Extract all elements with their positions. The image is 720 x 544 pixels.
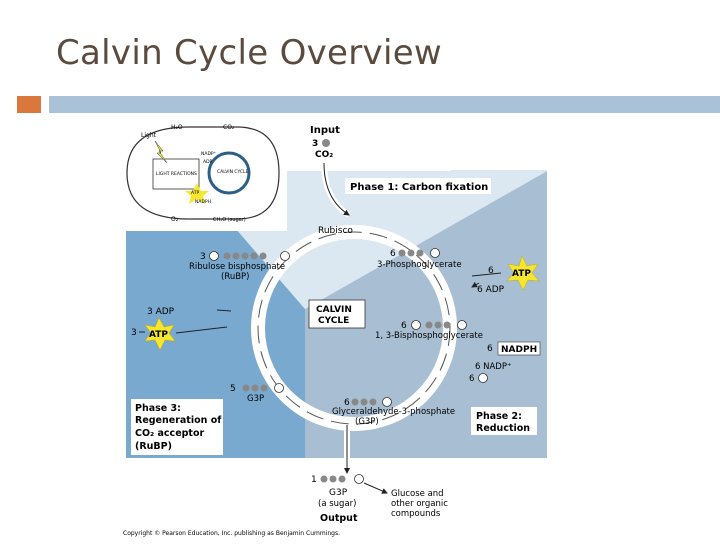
g3p-count: 6 xyxy=(344,398,350,408)
bpg-count: 6 xyxy=(401,321,407,331)
pi-output-count: 6 xyxy=(469,374,474,384)
inset-adp-label: ADP xyxy=(203,159,213,165)
inset-o2-label: O₂ xyxy=(171,216,179,223)
nadph-box xyxy=(497,341,541,356)
atp-regen-label: ATP xyxy=(149,330,168,340)
calvin-cycle-label-box xyxy=(308,299,366,329)
bpg-molecule-icon xyxy=(411,320,467,330)
nadph-label: NADPH xyxy=(501,345,537,355)
phase2-label-line1: Phase 2: xyxy=(476,411,522,422)
g3p-molecule-icon xyxy=(351,397,392,407)
rubp-molecule-icon xyxy=(209,251,290,261)
atp-input-arrow xyxy=(471,272,502,277)
rubp-abbr: (RuBP) xyxy=(221,272,250,282)
g3p5-count: 5 xyxy=(230,384,236,394)
g3p5-label: G3P xyxy=(247,394,264,404)
input-label: Input xyxy=(310,125,340,136)
phase2-label-box xyxy=(471,407,537,435)
inset-light-label: Light xyxy=(141,132,157,139)
input-count: 3 xyxy=(312,139,318,149)
inset-atp-star-icon xyxy=(185,183,209,204)
chloroplast-inset: Light H₂O CO₂ LIGHT REACTIONS CALVIN CYC… xyxy=(119,113,287,231)
phase1-label-box xyxy=(345,178,491,194)
rubp-count: 3 xyxy=(200,252,206,262)
input-co2-label: CO₂ xyxy=(315,150,333,160)
header-bar xyxy=(49,96,720,113)
pga-count: 6 xyxy=(390,249,396,259)
output-sugar-label: (a sugar) xyxy=(318,499,356,509)
glucose-arrow xyxy=(363,482,388,494)
bpg-label: 1, 3-Bisphosphoglycerate xyxy=(375,331,483,341)
output-title: Output xyxy=(320,513,358,524)
calvin-label-line1: CALVIN xyxy=(316,305,352,315)
glucose-line2: other organic xyxy=(391,499,448,509)
phase3-label-line4: (RuBP) xyxy=(135,441,172,452)
calvin-cycle-figure: Light H₂O CO₂ LIGHT REACTIONS CALVIN CYC… xyxy=(119,113,559,540)
inset-calvin-cycle xyxy=(207,151,251,195)
phase3-label-line3: CO₂ acceptor xyxy=(135,428,205,439)
phase3-label-line1: Phase 3: xyxy=(135,403,181,414)
g3p-abbr: (G3P) xyxy=(355,417,379,427)
inset-atp-label: ATP xyxy=(191,190,199,196)
adp-regen-arrow xyxy=(216,309,232,312)
output-g3p-label: G3P xyxy=(329,488,348,498)
light-reactions-box xyxy=(152,158,200,190)
co2-molecule-icon xyxy=(322,139,330,147)
phase2-label-line2: Reduction xyxy=(476,423,530,434)
inset-light-reactions-label: LIGHT REACTIONS xyxy=(156,171,197,177)
adp-regen-label: 3 ADP xyxy=(147,307,175,317)
g3p-label: Glyceraldehyde-3-phosphate xyxy=(332,407,455,417)
accent-bar xyxy=(17,96,41,113)
phosphate-icon xyxy=(478,373,488,383)
phase1-label: Phase 1: Carbon fixation xyxy=(350,182,488,193)
inset-sugar-label: CH₂O (sugar) xyxy=(213,217,246,223)
nadp-output-label: 6 NADP⁺ xyxy=(475,362,511,372)
phase3-label-line2: Regeneration of xyxy=(135,415,222,426)
rubisco-label: Rubisco xyxy=(318,226,353,236)
phase3-label-box xyxy=(131,399,223,455)
inset-nadp-label: NADP⁺ xyxy=(201,151,217,157)
calvin-cycle-diagram: Light H₂O CO₂ LIGHT REACTIONS CALVIN CYC… xyxy=(119,113,547,537)
cycle-ring-outline xyxy=(257,231,451,425)
atp-regen-star-icon xyxy=(144,317,176,351)
atp-regen-arrow xyxy=(175,326,228,334)
adp-output-label: 6 ADP xyxy=(477,285,505,295)
pga-label: 3-Phosphoglycerate xyxy=(377,260,462,270)
light-bolt-icon xyxy=(154,140,168,164)
output-g3p-molecule-icon xyxy=(320,474,364,484)
calvin-label-line2: CYCLE xyxy=(318,316,349,326)
atp-input-label: ATP xyxy=(512,269,531,279)
nadph-count: 6 xyxy=(487,344,493,354)
copyright: Copyright © Pearson Education, Inc. publ… xyxy=(123,530,340,537)
pga-molecule-icon xyxy=(398,248,440,258)
atp-star-icon xyxy=(506,255,540,291)
g3p5-molecule-icon xyxy=(242,383,284,393)
inset-h2o-label: H₂O xyxy=(171,124,183,131)
slide-title: Calvin Cycle Overview xyxy=(56,33,443,73)
phase3-region xyxy=(126,171,305,458)
glucose-line1: Glucose and xyxy=(391,489,444,499)
inset-calvin-label: CALVIN CYCLE xyxy=(217,169,249,175)
inset-co2-label: CO₂ xyxy=(223,124,235,131)
atp-input-count: 6 xyxy=(488,266,494,276)
phase2-region xyxy=(305,171,547,458)
inset-nadph-label: NADPH xyxy=(195,199,211,205)
output-count: 1 xyxy=(311,475,317,485)
rubp-label: Ribulose bisphosphate xyxy=(189,262,285,272)
atp-regen-count: 3 xyxy=(131,328,137,338)
glucose-line3: compounds xyxy=(391,509,441,519)
